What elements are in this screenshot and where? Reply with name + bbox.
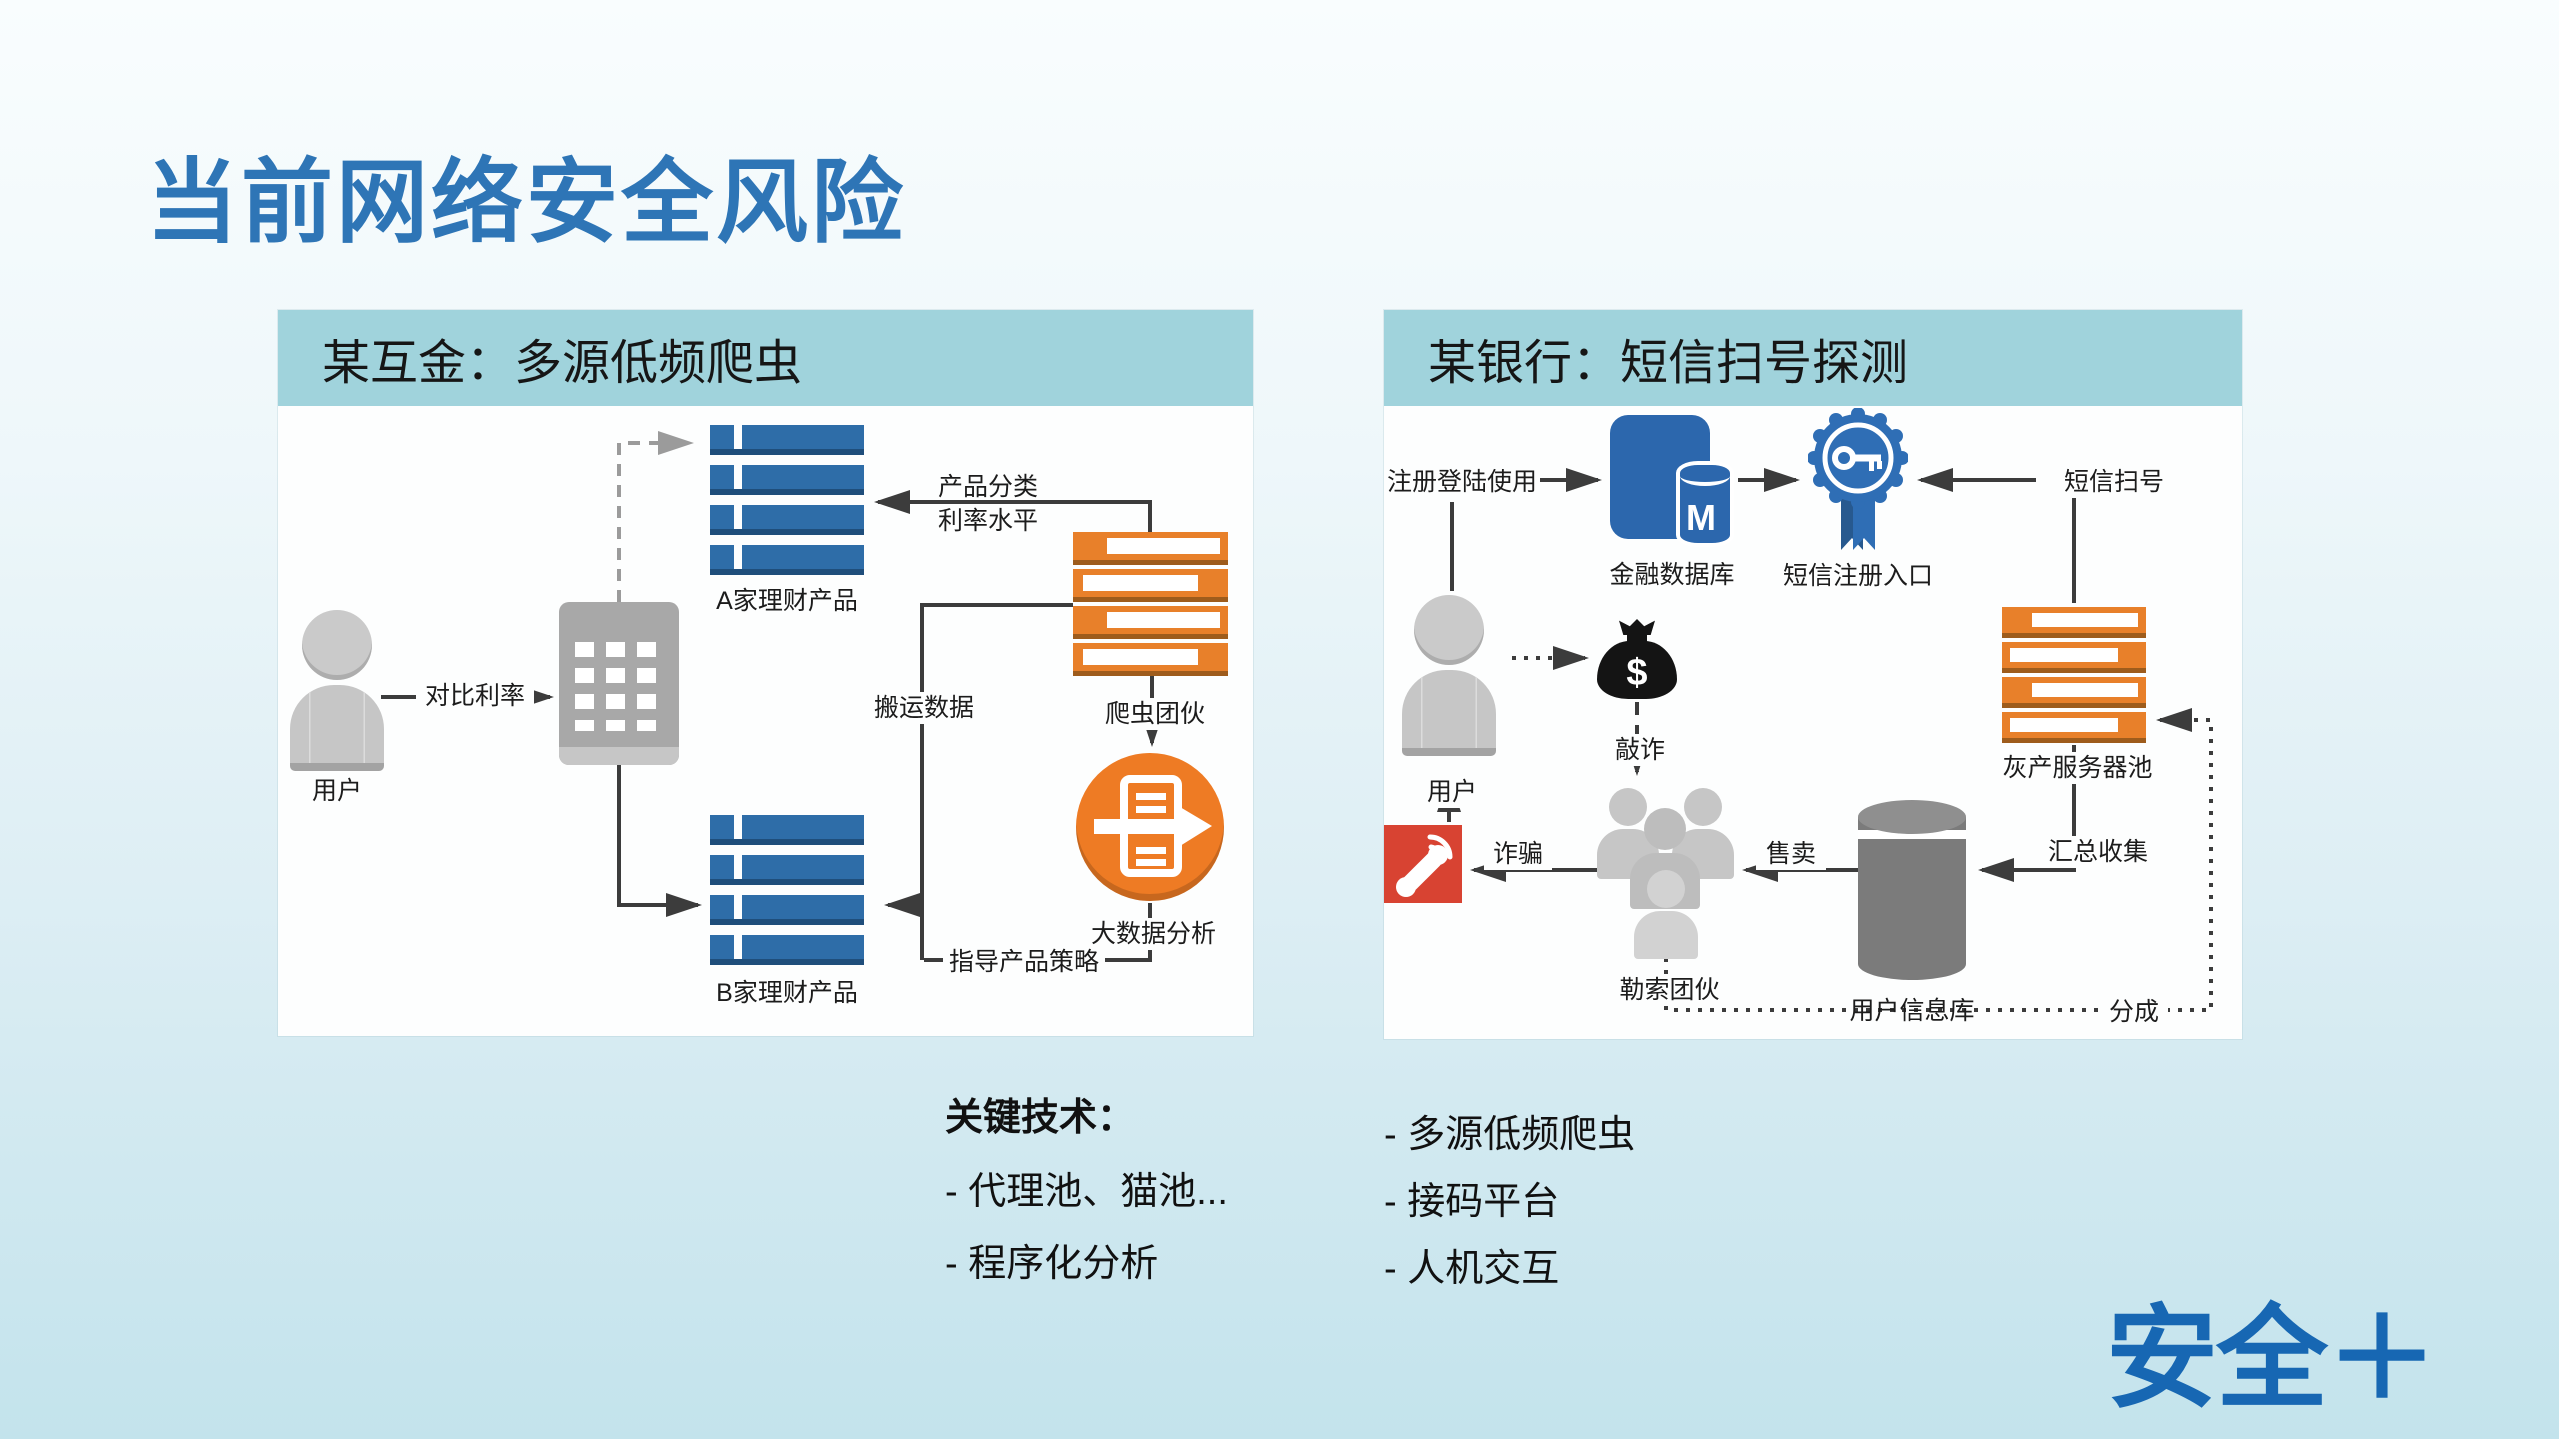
- collect-label: 汇总收集: [2039, 836, 2157, 868]
- fraud-phone-icon: [1384, 825, 1462, 903]
- financial-database-icon: M: [1610, 415, 1734, 547]
- page-title: 当前网络安全风险: [146, 152, 907, 254]
- guide-strategy-label: 指导产品策略: [943, 946, 1105, 978]
- bigdata-glyph: [1094, 775, 1212, 877]
- victim-user-head: [1414, 595, 1484, 665]
- money-bag-knot: [1619, 619, 1655, 635]
- register-login-label: 注册登陆使用: [1384, 466, 1540, 498]
- user-body: [290, 685, 384, 771]
- sms-entry-label: 短信注册入口: [1782, 562, 1933, 590]
- database-letter: M: [1686, 497, 1716, 538]
- crawler-gang-label: 爬虫团伙: [1096, 698, 1214, 730]
- split-label: 分成: [2100, 996, 2168, 1028]
- move-data-label: 搬运数据: [864, 692, 984, 724]
- dollar-sign: $: [1626, 652, 1648, 694]
- bank-building-icon: [559, 602, 679, 765]
- key-tech-heading: 关键技术：: [945, 1097, 1136, 1139]
- gray-servers-label: 灰产服务器池: [1992, 752, 2163, 784]
- sms-scan-label: 短信扫号: [2046, 466, 2182, 498]
- money-bag-tie: [1627, 634, 1647, 643]
- user-icon: [290, 610, 384, 771]
- sms-entry-badge-icon: [1808, 408, 1908, 550]
- user-info-db-icon: [1858, 800, 1966, 980]
- cylinder-body: [1858, 817, 1966, 980]
- fraud-label: 诈骗: [1484, 838, 1552, 870]
- financial-db-label: 金融数据库: [1609, 561, 1735, 589]
- blackmail-label: 敲诈: [1606, 734, 1674, 766]
- compare-rate-label: 对比利率: [416, 680, 534, 712]
- building-base: [559, 747, 679, 765]
- security-plus-logo: 安全＋: [2106, 1296, 2438, 1421]
- bigdata-label: 大数据分析: [1078, 918, 1229, 950]
- product-b-label: B家理财产品: [716, 979, 858, 1007]
- right-diagram-panel: 某银行：短信扫号探测 注册登陆使用: [1384, 310, 2242, 1039]
- ransom-gang-label: 勒索团伙: [1609, 974, 1730, 1006]
- classify-label-line2: 利率水平: [937, 507, 1038, 535]
- crawler-server-stack-icon: [1073, 532, 1228, 676]
- key-tech-item: - 程序化分析: [945, 1243, 1159, 1285]
- key-tech-item: - 多源低频爬虫: [1384, 1114, 1636, 1156]
- victim-user-label: 用户: [1399, 776, 1505, 808]
- product-stack-b-icon: [710, 815, 864, 965]
- classify-label-line1: 产品分类: [937, 473, 1038, 501]
- database-cylinder: [1676, 461, 1734, 547]
- money-bag-icon: $: [1597, 619, 1677, 699]
- gray-server-stack-icon: [2002, 607, 2146, 743]
- key-tech-item: - 人机交互: [1384, 1248, 1560, 1290]
- left-diagram-panel: 某互金：多源低频爬虫: [278, 310, 1253, 1036]
- left-panel-header: 某互金：多源低频爬虫: [278, 310, 1253, 406]
- product-stack-a-icon: [710, 425, 864, 575]
- building-windows: [575, 642, 663, 731]
- victim-user-icon: [1402, 595, 1496, 756]
- key-tech-item: - 代理池、猫池...: [945, 1171, 1228, 1213]
- phone-glyph: [1396, 834, 1453, 897]
- key-tech-item: - 接码平台: [1384, 1181, 1560, 1223]
- left-connector-lines: [381, 431, 1164, 962]
- right-panel-header: 某银行：短信扫号探测: [1384, 310, 2242, 406]
- money-bag-body: [1597, 641, 1677, 699]
- bigdata-analysis-icon: [1076, 753, 1224, 901]
- ransom-gang-icon: [1597, 786, 1734, 959]
- product-a-label: A家理财产品: [716, 587, 858, 615]
- user-info-db-label: 用户信息库: [1849, 997, 1975, 1025]
- cylinder-band: [1858, 830, 1966, 839]
- victim-user-body: [1402, 670, 1496, 756]
- cylinder-top: [1858, 800, 1966, 834]
- user-head: [302, 610, 372, 680]
- sell-label: 售卖: [1756, 838, 1826, 870]
- user-label: 用户: [311, 777, 362, 805]
